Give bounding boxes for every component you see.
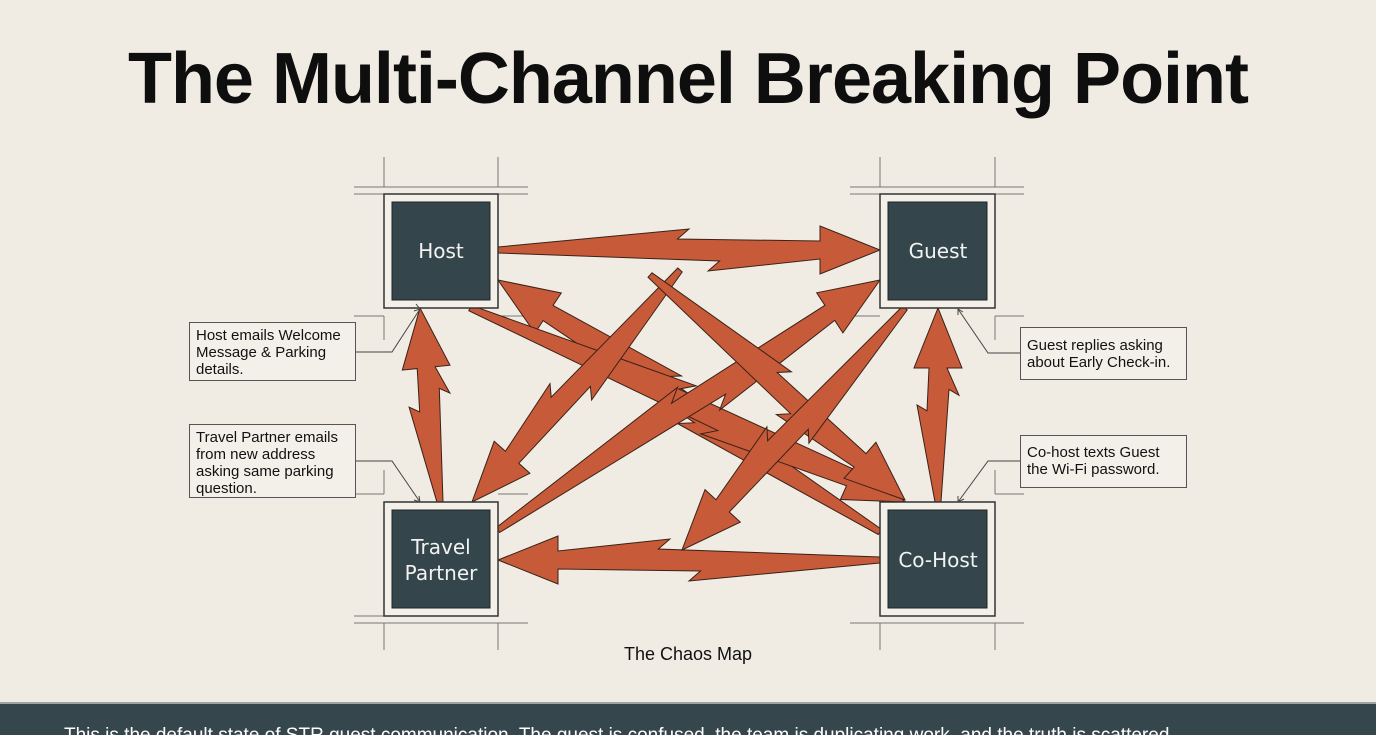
- annotation-guest: Guest replies asking about Early Check-i…: [1020, 327, 1187, 380]
- node-cohost: Co-Host: [879, 501, 996, 617]
- node-travel-partner-label-2: Partner: [405, 561, 478, 585]
- arrow-travel-partner-to-host: [401, 306, 452, 503]
- node-host-label: Host: [418, 239, 464, 263]
- annotation-travel-partner: Travel Partner emails from new address a…: [189, 424, 356, 498]
- node-travel-partner-label-1: Travel: [410, 535, 470, 559]
- arrow-co-host-to-guest: [681, 305, 908, 551]
- node-host: Host: [383, 193, 499, 309]
- chaos-map-diagram: Host Guest Travel Partner Co-Host: [354, 157, 1024, 650]
- arrow-guest-to-co-host: [647, 272, 907, 501]
- arrow-host-to-guest: [497, 225, 882, 275]
- node-cohost-label: Co-Host: [898, 548, 977, 572]
- arrow-guest-to-travel-partner: [471, 267, 683, 504]
- diagram-caption: The Chaos Map: [623, 644, 753, 664]
- annotation-host: Host emails Welcome Message & Parking de…: [189, 322, 356, 381]
- leader-lines: [356, 303, 1020, 503]
- arrow-co-host-to-travel-partner: [496, 535, 881, 585]
- arrow-travel-partner-to-guest: [495, 279, 882, 534]
- node-guest: Guest: [879, 193, 996, 309]
- node-travel-partner: Travel Partner: [383, 501, 499, 617]
- node-guest-label: Guest: [909, 239, 968, 263]
- arrow-co-host-to-guest: [913, 306, 963, 503]
- annotation-cohost: Co-host texts Guest the Wi-Fi password.: [1020, 435, 1187, 488]
- arrows-group: [401, 225, 963, 585]
- footer-text: This is the default state of STR guest c…: [64, 725, 1175, 735]
- page-title: The Multi-Channel Breaking Point: [127, 39, 1249, 119]
- footer-bar: This is the default state of STR guest c…: [0, 702, 1376, 735]
